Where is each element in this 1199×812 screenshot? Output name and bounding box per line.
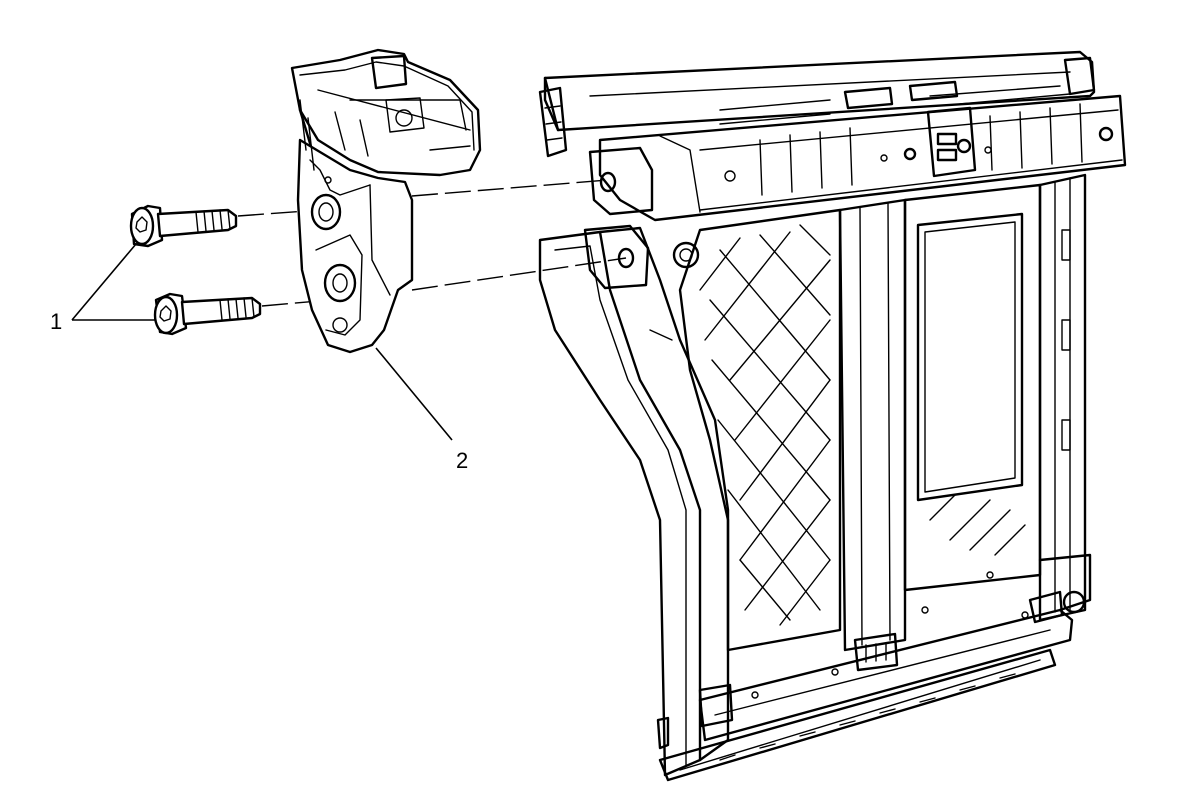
assembly-lines [237,179,627,307]
seat-back-frame [538,50,1127,782]
callout-1-label: 1 [50,309,62,334]
callout-2: 2 [375,347,468,473]
bolt-lower [153,292,262,336]
bolt-upper [129,204,238,248]
hinge-bracket [290,48,482,354]
callout-1: 1 [50,243,156,334]
callout-2-label: 2 [456,448,468,473]
bolts [129,204,262,336]
